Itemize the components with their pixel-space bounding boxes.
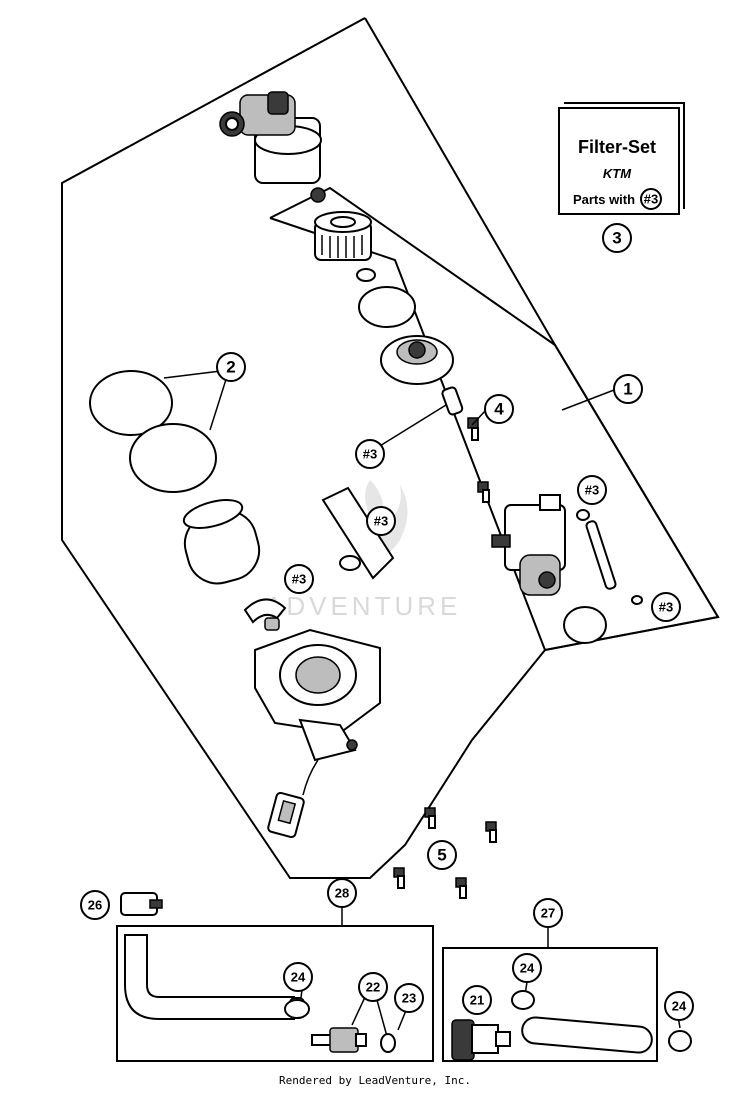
suction-filter: [182, 499, 261, 585]
clip-26: [120, 892, 163, 916]
svg-text:26: 26: [88, 898, 102, 913]
parts-with-label: Parts with: [573, 192, 635, 207]
wiring-connector: [267, 759, 319, 839]
svg-text:#3: #3: [659, 600, 673, 615]
filter-set-title: Filter-Set: [578, 137, 656, 157]
ref-3-callout: #3: [577, 475, 607, 505]
callout-24: 24: [512, 953, 542, 983]
callout-4: 4: [484, 394, 514, 424]
svg-text:2: 2: [226, 358, 235, 377]
svg-text:5: 5: [437, 846, 446, 865]
pressure-regulator: [380, 335, 454, 385]
callout-24: 24: [664, 991, 694, 1021]
svg-text:24: 24: [520, 961, 535, 976]
svg-text:24: 24: [672, 999, 687, 1014]
ref-3-callout: #3: [651, 592, 681, 622]
clip: [243, 598, 287, 631]
pump-o-ring: [563, 606, 607, 644]
fuel-filter: [314, 211, 372, 261]
parts-with-ref: #3: [644, 192, 658, 207]
callout-1: 1: [613, 374, 643, 404]
watermark-text: ADVENTURE: [265, 591, 461, 621]
svg-text:3: 3: [612, 229, 621, 248]
svg-text:28: 28: [335, 886, 349, 901]
svg-text:27: 27: [541, 906, 555, 921]
svg-text:22: 22: [366, 980, 380, 995]
sleeve: [441, 386, 464, 416]
hose-27: [521, 1016, 653, 1054]
svg-text:1: 1: [623, 380, 632, 399]
ref-3-callout: #3: [284, 564, 314, 594]
o-ring: [358, 286, 416, 328]
callout-5: 5: [427, 840, 457, 870]
callout-2: 2: [216, 352, 246, 382]
ref-3-callout: #3: [366, 506, 396, 536]
callout-22: 22: [358, 972, 388, 1002]
svg-text:23: 23: [402, 991, 416, 1006]
callout-3: 3: [602, 223, 632, 253]
hose-clamp: [511, 990, 535, 1010]
screw-4: [467, 417, 479, 441]
svg-text:#3: #3: [374, 514, 388, 529]
ktm-logo: KTM: [603, 166, 632, 181]
filter-set-box: Filter-Set KTM Parts with #3: [558, 102, 685, 215]
callout-23: 23: [394, 983, 424, 1013]
box-27: [442, 947, 658, 1062]
svg-text:21: 21: [470, 993, 484, 1008]
hose-clamp: [284, 999, 310, 1019]
screws-5: [393, 807, 497, 899]
pump-head: [219, 91, 322, 184]
fuel-pipe: [585, 520, 617, 590]
footer-credit: Rendered by LeadVenture, Inc.: [278, 1074, 472, 1087]
svg-text:24: 24: [291, 970, 306, 985]
callout-21: 21: [462, 985, 492, 1015]
svg-text:4: 4: [494, 400, 504, 419]
leader-lines: [163, 369, 681, 1041]
svg-text:#3: #3: [363, 447, 377, 462]
callout-24: 24: [283, 962, 313, 992]
large-o-ring-top: [89, 370, 173, 436]
callout-26: 26: [80, 890, 110, 920]
pump-housing: [254, 628, 381, 762]
quick-connector-21: [451, 1019, 511, 1061]
small-o-ring-2: [576, 509, 590, 521]
fuel-pump: [491, 494, 566, 596]
callout-28: 28: [327, 878, 357, 908]
fuel-connector-22: [311, 1027, 367, 1053]
small-o-ring-3: [631, 595, 643, 605]
ref-3-callout: #3: [355, 439, 385, 469]
small-spring: [310, 187, 326, 203]
small-o-ring: [356, 268, 376, 282]
hose-clamp: [668, 1030, 692, 1052]
filter-subassembly-outline: [269, 186, 720, 652]
callout-27: 27: [533, 898, 563, 928]
o-ring-23: [380, 1033, 396, 1053]
large-o-ring-bottom: [129, 423, 217, 493]
svg-text:#3: #3: [292, 572, 306, 587]
pickup-tube: [321, 486, 395, 580]
svg-text:#3: #3: [585, 483, 599, 498]
screw: [477, 481, 490, 503]
